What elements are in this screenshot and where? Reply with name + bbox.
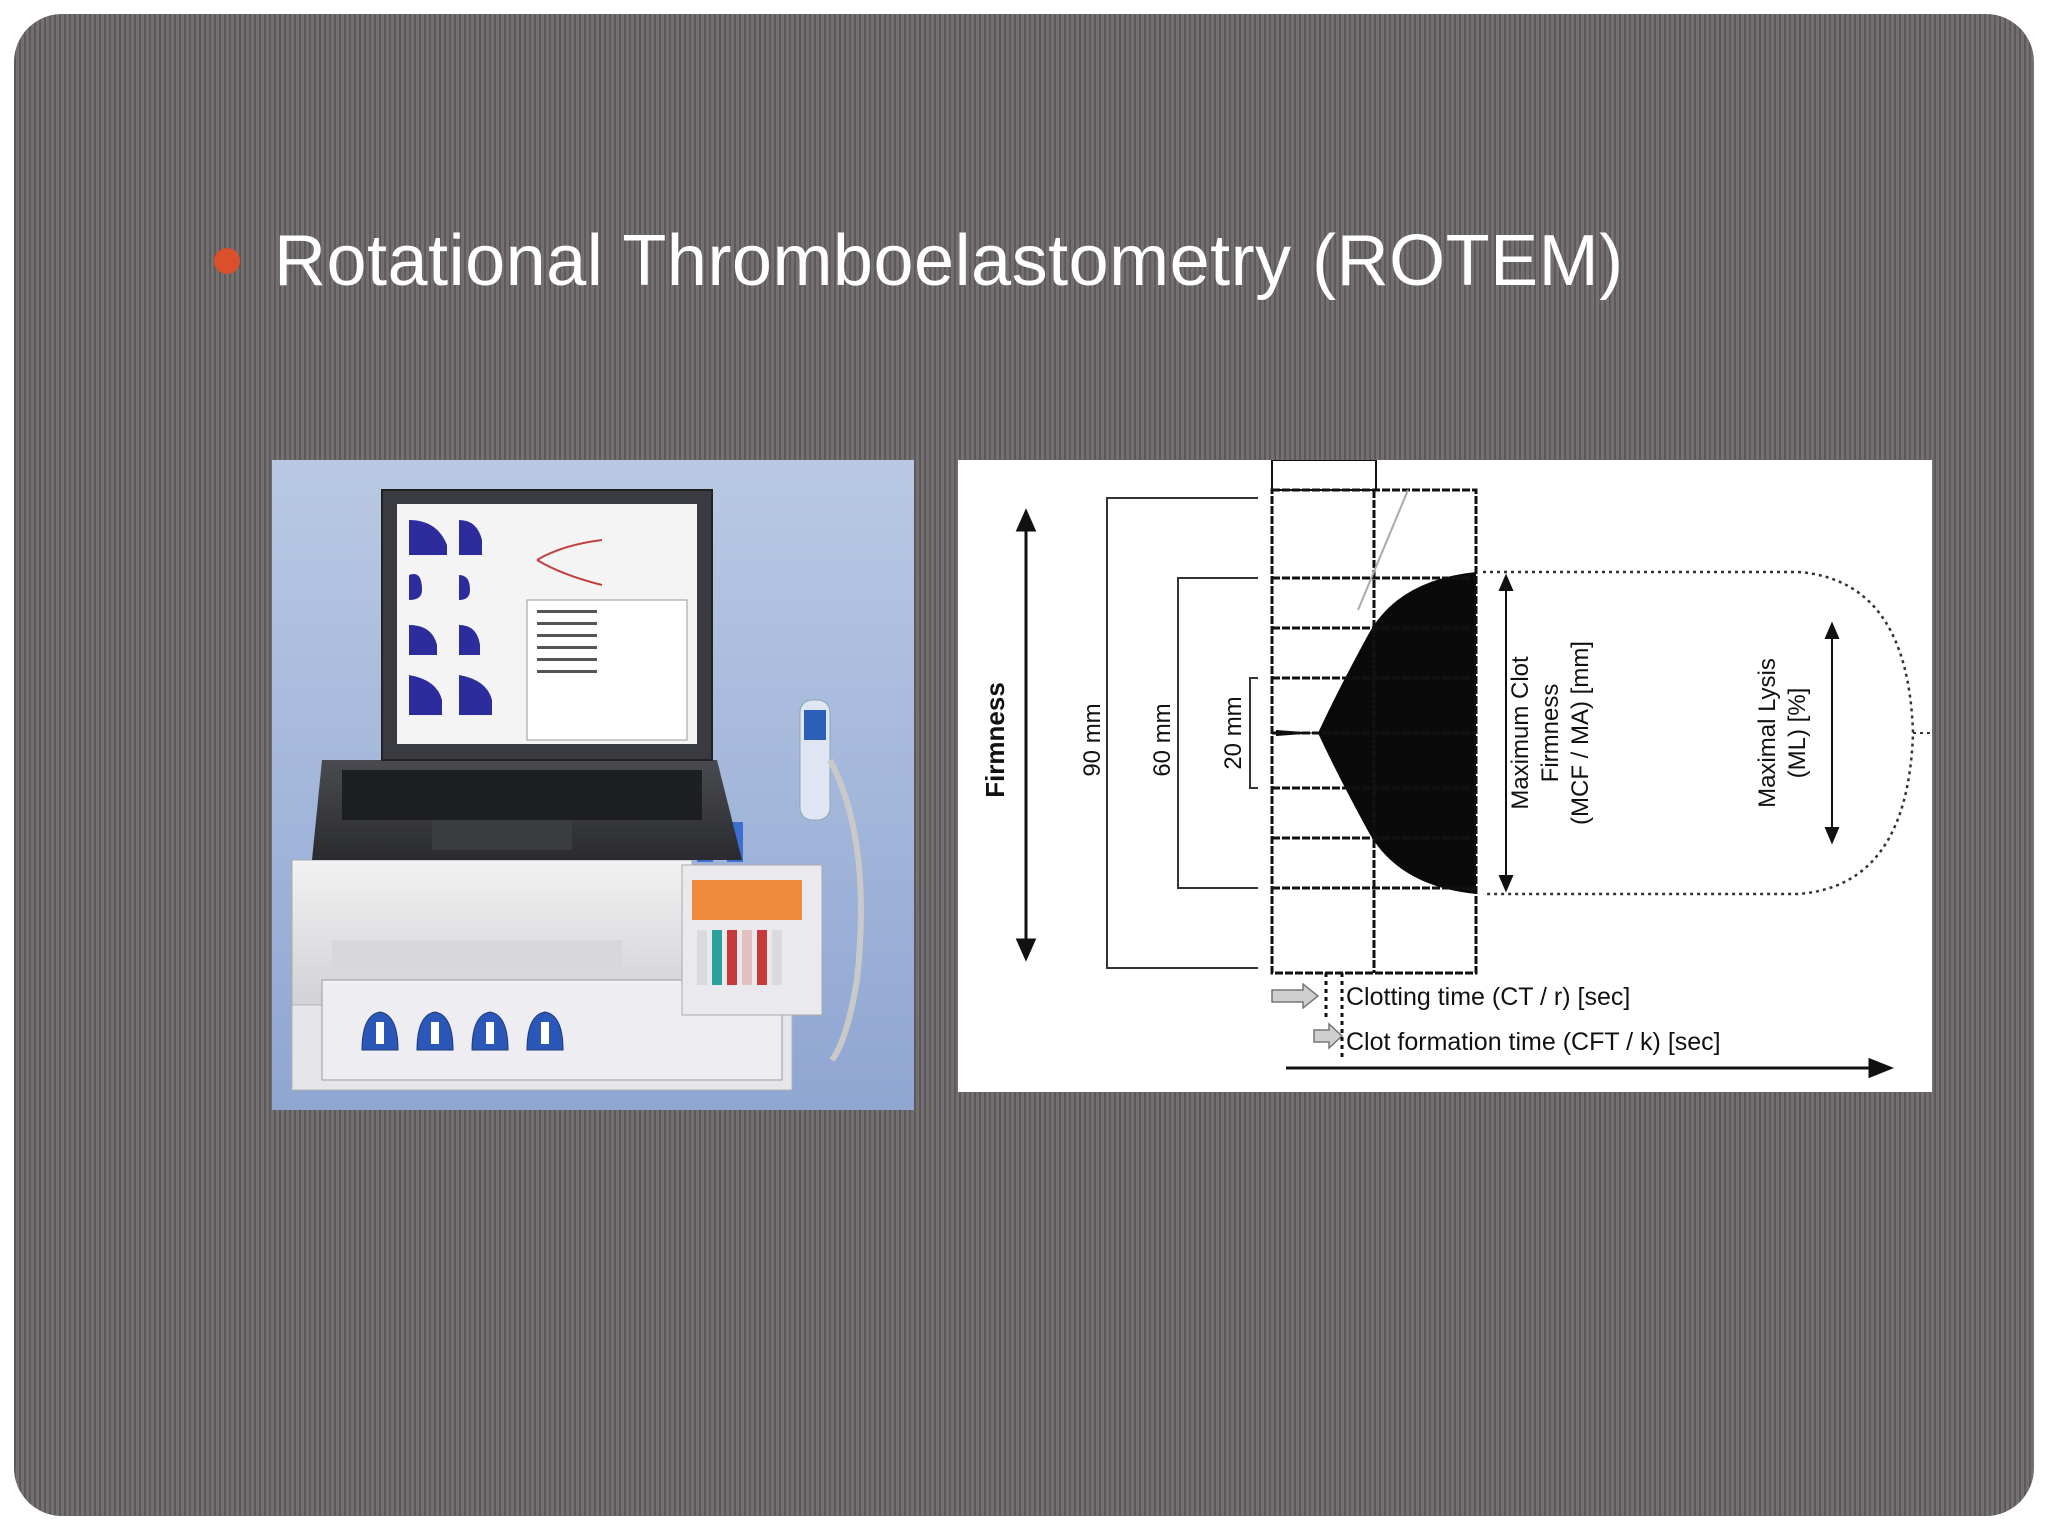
mcf-label-line-2: Firmness <box>1537 684 1564 783</box>
firmness-arrow <box>1015 508 1037 962</box>
level-60mm-label: 60 mm <box>1149 703 1176 776</box>
title-row: Rotational Thromboelastometry (ROTEM) <box>214 206 1624 316</box>
cft-label: Clot formation time (CFT / k) [sec] <box>1346 1028 1721 1056</box>
ct-label: Clotting time (CT / r) [sec] <box>1346 983 1630 1011</box>
rotem-device-photo <box>272 460 914 1110</box>
cft-arrow-marker <box>1313 1022 1344 1050</box>
level-90mm-label: 90 mm <box>1079 703 1106 776</box>
ml-label-line-1: Maximal Lysis <box>1754 658 1781 808</box>
mcf-label-line-3: (MCF / MA) [mm] <box>1567 641 1594 825</box>
slide-background: Rotational Thromboelastometry (ROTEM) <box>14 14 2034 1516</box>
firmness-label: Firmness <box>980 682 1010 798</box>
ml-label-line-2: (ML) [%] <box>1784 688 1811 779</box>
bracket-90mm <box>1106 497 1258 969</box>
bracket-60mm <box>1177 577 1258 889</box>
ct-arrow-marker <box>1271 982 1320 1010</box>
bracket-20mm <box>1249 677 1258 789</box>
slide-title: Rotational Thromboelastometry (ROTEM) <box>274 221 1624 301</box>
rotem-trace-diagram: Firmness 90 mm 60 mm 20 mm Maximum Clot … <box>958 460 1932 1092</box>
bullet-dot <box>214 248 240 274</box>
mcf-label-line-1: Maximum Clot <box>1507 656 1534 810</box>
mcf-arrow <box>1498 573 1514 893</box>
ml-arrow <box>1824 621 1840 845</box>
time-axis-arrow <box>1286 1057 1895 1079</box>
lysis-envelope <box>1483 570 1915 896</box>
level-20mm-label: 20 mm <box>1220 696 1247 769</box>
